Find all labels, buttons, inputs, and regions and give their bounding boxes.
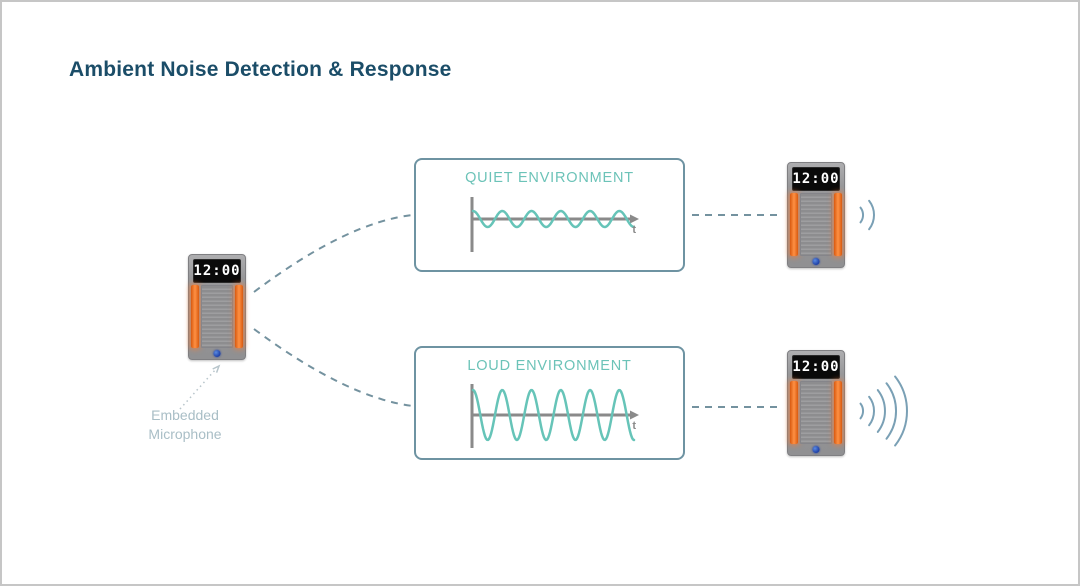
- orange-led-bar-left: [191, 285, 199, 348]
- orange-led-bar-left: [790, 193, 798, 256]
- quiet-panel-title: QUIET ENVIRONMENT: [465, 170, 634, 186]
- clock-time: 12:00: [792, 359, 840, 375]
- mic-annotation-arrow-line: [179, 368, 217, 410]
- microphone-led: [812, 258, 820, 265]
- orange-led-bar-left: [790, 381, 798, 444]
- time-axis-label: t: [632, 420, 636, 432]
- connector-mic-to-quiet: [253, 214, 414, 293]
- connector-mic-to-loud: [253, 328, 414, 407]
- speaker-grille: [201, 285, 233, 348]
- speaker-clock-device-loud: 12:00: [787, 350, 845, 456]
- sound-arc: [885, 382, 897, 440]
- orange-led-bar-right: [235, 285, 243, 348]
- device-body: [790, 381, 842, 444]
- clock-display: 12:00: [792, 355, 840, 379]
- page-title: Ambient Noise Detection & Response: [69, 58, 452, 81]
- microphone-led: [812, 446, 820, 453]
- speaker-clock-device-main: 12:00: [188, 254, 246, 360]
- time-axis-label: t: [632, 224, 636, 236]
- quiet-waveform-graph: t: [470, 197, 639, 252]
- loud-panel-title: LOUD ENVIRONMENT: [467, 358, 632, 374]
- loud-sound-waves-icon: [859, 375, 908, 447]
- clock-display: 12:00: [792, 167, 840, 191]
- embedded-microphone-label: Embedded Microphone: [148, 407, 222, 442]
- mic-annotation-arrow-head: [212, 364, 221, 373]
- sound-arc: [868, 199, 876, 231]
- microphone-led: [213, 350, 221, 357]
- orange-led-bar-right: [834, 381, 842, 444]
- sound-arc: [894, 375, 908, 447]
- clock-display: 12:00: [193, 259, 241, 283]
- sound-arc: [859, 206, 865, 224]
- sound-arc: [876, 389, 886, 433]
- speaker-clock-device-quiet: 12:00: [787, 162, 845, 268]
- device-body: [191, 285, 243, 348]
- speaker-grille: [800, 381, 832, 444]
- loud-environment-panel: LOUD ENVIRONMENT t: [414, 346, 685, 460]
- orange-led-bar-right: [834, 193, 842, 256]
- sound-arc: [859, 402, 865, 420]
- clock-time: 12:00: [792, 171, 840, 187]
- quiet-sound-waves-icon: [859, 199, 876, 231]
- clock-time: 12:00: [193, 263, 241, 279]
- device-body: [790, 193, 842, 256]
- loud-waveform-graph: t: [470, 384, 639, 448]
- sound-arc: [868, 395, 876, 427]
- speaker-grille: [800, 193, 832, 256]
- quiet-environment-panel: QUIET ENVIRONMENT t: [414, 158, 685, 272]
